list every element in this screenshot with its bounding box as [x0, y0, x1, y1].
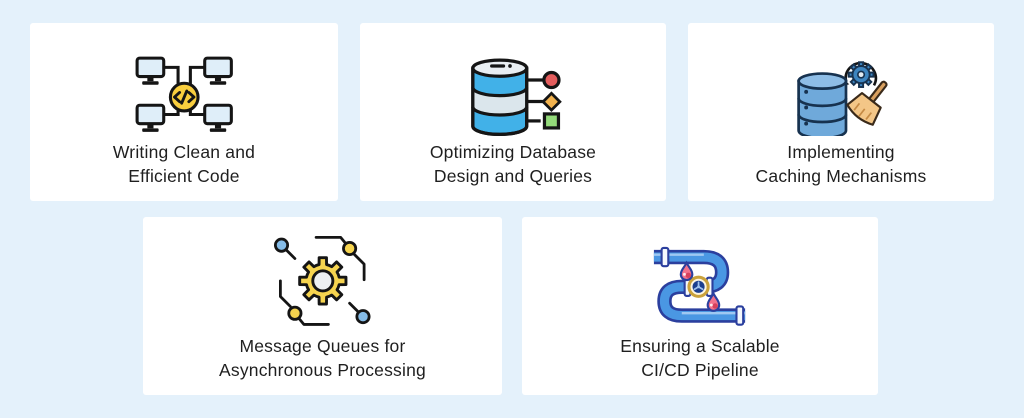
card-title: Message Queues for Asynchronous Processi… — [219, 334, 426, 382]
title-line-1: Message Queues for — [239, 336, 406, 356]
card-title: Optimizing Database Design and Queries — [430, 140, 596, 188]
network-code-icon — [135, 56, 233, 132]
card-cicd-pipeline: Ensuring a Scalable CI/CD Pipeline — [522, 217, 878, 395]
database-caching-icon — [797, 61, 888, 136]
pipeline-valve-icon — [653, 246, 746, 326]
title-line-2: Caching Mechanisms — [755, 166, 927, 186]
title-line-2: CI/CD Pipeline — [641, 360, 759, 380]
title-line-2: Efficient Code — [128, 166, 240, 186]
card-writing-clean-code: Writing Clean and Efficient Code — [30, 23, 338, 201]
card-message-queues: Message Queues for Asynchronous Processi… — [143, 217, 502, 395]
title-line-1: Implementing — [787, 142, 895, 162]
card-title: Ensuring a Scalable CI/CD Pipeline — [620, 334, 779, 382]
card-title: Writing Clean and Efficient Code — [113, 140, 255, 188]
title-line-2: Asynchronous Processing — [219, 360, 426, 380]
card-implementing-caching: Implementing Caching Mechanisms — [688, 23, 994, 201]
message-queue-gear-icon — [273, 235, 371, 326]
database-query-icon — [471, 58, 563, 136]
title-line-1: Writing Clean and — [112, 142, 256, 162]
title-line-2: Design and Queries — [433, 166, 593, 186]
title-line-1: Ensuring a Scalable — [620, 336, 780, 356]
card-optimizing-database: Optimizing Database Design and Queries — [360, 23, 666, 201]
title-line-1: Optimizing Database — [429, 142, 597, 162]
card-title: Implementing Caching Mechanisms — [756, 140, 927, 188]
